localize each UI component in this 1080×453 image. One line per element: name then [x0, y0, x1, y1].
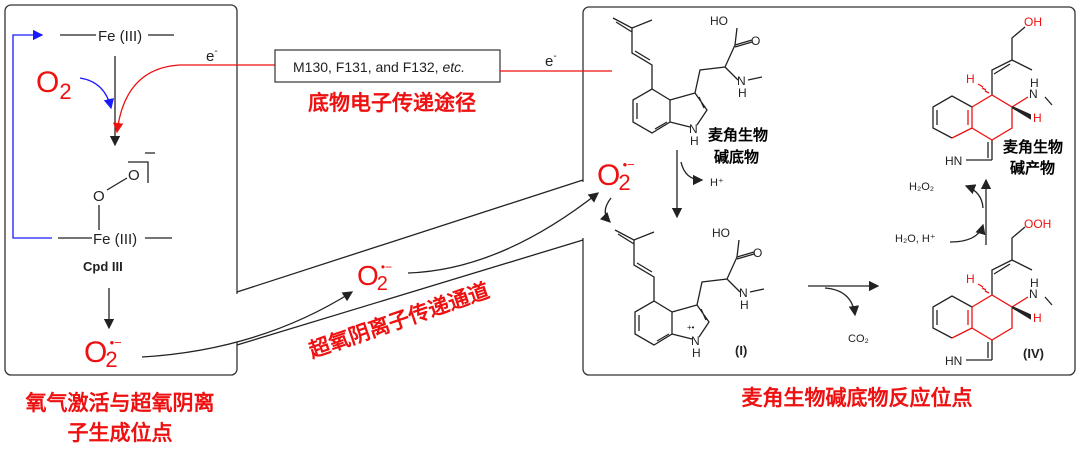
pathway-residues-text: M130, F131, and F132, etc. — [293, 59, 465, 75]
svg-text:H: H — [690, 134, 699, 148]
svg-text:N: N — [1029, 87, 1038, 101]
svg-text:N: N — [739, 286, 748, 300]
svg-text:H: H — [692, 346, 701, 360]
svg-text:H: H — [738, 86, 747, 100]
fe-top-label: Fe (III) — [98, 28, 142, 45]
substrate-reaction-panel — [582, 6, 1076, 376]
svg-text:H: H — [1030, 76, 1039, 90]
reaction-site-caption: 麦角生物碱底物反应位点 — [742, 386, 973, 410]
substrate-molecule: HO O N H N H — [612, 14, 763, 148]
product-molecule: HN N H H H OH — [932, 15, 1053, 168]
oxygen-activation-panel — [4, 4, 238, 376]
svg-text:H: H — [966, 72, 975, 86]
channel-caption: 超氧阴离子传递通道 — [306, 279, 493, 363]
svg-text:HO: HO — [712, 226, 730, 240]
svg-text:H: H — [1033, 111, 1042, 125]
svg-text:H: H — [966, 272, 975, 286]
product-label-line1: 麦角生物 — [1003, 138, 1063, 156]
svg-text:OH: OH — [1024, 15, 1042, 29]
substrate-label-line2: 碱底物 — [714, 148, 759, 166]
svg-text:HN: HN — [945, 354, 962, 368]
intermediate-iv-label: (IV) — [1023, 346, 1044, 361]
svg-text:N: N — [689, 122, 698, 136]
svg-text:OOH: OOH — [1024, 217, 1051, 231]
peroxo-o-bound: O — [93, 188, 105, 205]
h2o2-label: H₂O₂ — [909, 181, 934, 193]
superoxide-left: O2•− — [84, 335, 122, 372]
svg-text:N: N — [1029, 287, 1038, 301]
svg-text:H: H — [1030, 276, 1039, 290]
intermediate-i-molecule: HO O N H +• N H — [614, 226, 765, 360]
oxygen-site-caption-line1: 氧气激活与超氧阴离 — [26, 391, 215, 415]
o2-binding-arrow — [79, 77, 115, 110]
pathway-caption: 底物电子传递途径 — [308, 91, 476, 115]
superoxide-attack-arrow — [599, 197, 612, 223]
svg-text:O: O — [753, 246, 762, 260]
channel-wall-bottom — [236, 239, 584, 346]
superoxide-right: O2•− — [597, 157, 635, 195]
fe-bottom-label: Fe (III) — [93, 231, 137, 248]
substrate-label-line1: 麦角生物 — [708, 126, 768, 144]
superoxide-flow-arrow-1 — [141, 291, 354, 358]
pathway-residues-box — [274, 49, 501, 83]
superoxide-flow-arrow-2 — [407, 192, 600, 274]
o2-label: O2 — [36, 66, 72, 104]
product-label-line2: 碱产物 — [1010, 159, 1055, 177]
electron-label-right: e- — [545, 51, 557, 70]
co2-label: CO₂ — [848, 333, 869, 345]
h2o-h-label: H₂O, H⁺ — [895, 233, 936, 245]
superoxide-channel: O2•− — [357, 260, 392, 295]
svg-text:O: O — [751, 34, 760, 48]
svg-text:N: N — [691, 334, 700, 348]
intermediate-i-label: (I) — [735, 343, 747, 358]
electron-transfer-arrow — [112, 64, 285, 134]
intermediate-iv-molecule: HN N H H H OOH — [932, 217, 1053, 368]
h-plus-label: H⁺ — [710, 177, 724, 189]
svg-text:+•: +• — [687, 323, 695, 332]
catalytic-cycle-arrow — [12, 29, 52, 239]
cpd-iii-label: Cpd III — [83, 259, 123, 274]
svg-text:H: H — [740, 298, 749, 312]
peroxo-o-terminal: O — [128, 167, 140, 184]
svg-text:N: N — [737, 74, 746, 88]
channel-wall-top — [236, 179, 584, 293]
svg-text:H: H — [1033, 311, 1042, 325]
electron-label-left: e- — [206, 46, 218, 65]
svg-text:HN: HN — [945, 154, 962, 168]
oxygen-site-caption-line2: 子生成位点 — [68, 421, 173, 445]
svg-text:HO: HO — [710, 14, 728, 28]
